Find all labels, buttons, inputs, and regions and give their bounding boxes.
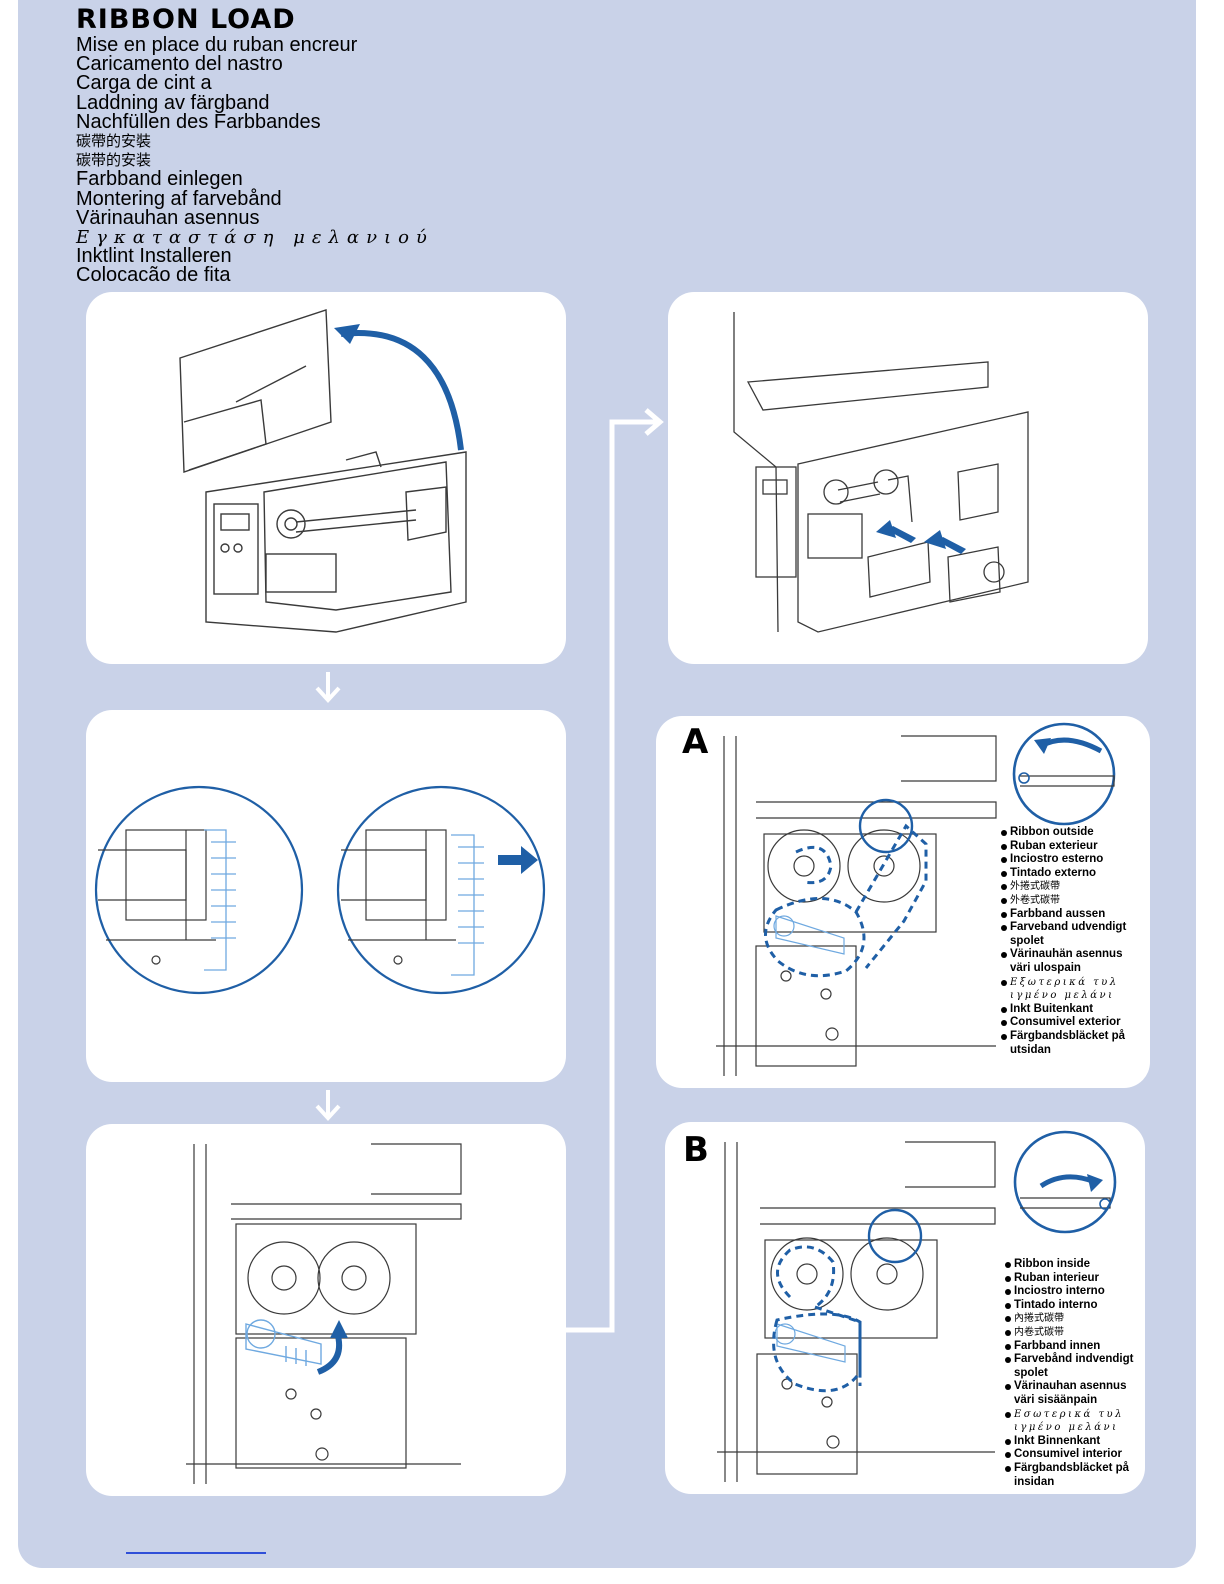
- detail-circle: [867, 1208, 923, 1264]
- push-right-arrow-icon: [498, 846, 538, 874]
- legend-item: Tintado interno: [1005, 1299, 1145, 1313]
- legend-item: Värinauhän asennus väri ulospain: [1001, 948, 1146, 975]
- step4-insert-core-panel: [668, 292, 1148, 664]
- lang-title: 碳带的安装: [76, 151, 152, 170]
- insert-ribbon-illustration: [733, 312, 1029, 633]
- lang-title: Carga de cint a: [76, 72, 212, 95]
- flow-connector: [566, 419, 634, 1333]
- legend-item: 外捲式碳帶: [1001, 880, 1146, 894]
- panel-letter-a: A: [682, 722, 709, 762]
- legend-item: Ruban interieur: [1005, 1272, 1145, 1286]
- legend-item: Färgbandsbläcket på insidan: [1005, 1462, 1145, 1489]
- lang-title: Laddning av färgband: [76, 91, 270, 114]
- panel-letter-b: B: [683, 1130, 709, 1170]
- core-detail-circle: [1013, 1130, 1117, 1234]
- legend-item: Värinauhan asennus väri sisäänpain: [1005, 1380, 1145, 1407]
- legend-item: Farbband aussen: [1001, 908, 1146, 922]
- down-arrow-icon: [315, 672, 341, 703]
- lang-title: 碳帶的安裝: [76, 132, 152, 151]
- ribbon-outside-legend: Ribbon outside Ruban exterieur Inciostro…: [1001, 826, 1146, 1057]
- right-arrow-icon: [610, 408, 664, 436]
- ribbon-inside-diagram: [717, 1130, 1117, 1482]
- lang-title: Εγκαταστάση μελανιού: [76, 227, 434, 249]
- ribbon-outside-diagram: [716, 722, 1116, 1076]
- release-detail-illustration: [94, 785, 546, 995]
- legend-item: 外卷式碳带: [1001, 894, 1146, 908]
- step3-rotate-arm-panel: [86, 1124, 566, 1496]
- legend-item: Inkt Buitenkant: [1001, 1003, 1146, 1017]
- language-title-list: Mise en place du ruban encreur Caricamen…: [76, 34, 434, 287]
- step1-open-cover-panel: [86, 292, 566, 664]
- legend-item: Ribbon inside: [1005, 1258, 1145, 1272]
- legend-item: Inkt Binnenkant: [1005, 1435, 1145, 1449]
- legend-item: Farveband udvendigt spolet: [1001, 921, 1142, 948]
- insert-arrow-icon: [924, 530, 946, 549]
- legend-item: Inciostro interno: [1005, 1285, 1145, 1299]
- lang-title: Värinauhan asennus: [76, 206, 260, 229]
- detail-circle: [858, 798, 914, 854]
- detail-circle-right: [336, 785, 546, 995]
- lang-title: Inktlint Installeren: [76, 245, 232, 268]
- ribbon-arm-illustration: [186, 1143, 462, 1484]
- printer-open-cover-illustration: [179, 309, 467, 633]
- lang-title: Colocacão de fita: [76, 264, 231, 287]
- lang-title: Montering af farvebånd: [76, 187, 282, 210]
- legend-item: Inciostro esterno: [1001, 853, 1146, 867]
- lang-title: Farbband einlegen: [76, 168, 243, 191]
- legend-item: Farbband innen: [1005, 1340, 1145, 1354]
- legend-item: Tintado externo: [1001, 867, 1146, 881]
- legend-item: Ribbon outside: [1001, 826, 1146, 840]
- lang-title: Nachfüllen des Farbbandes: [76, 110, 321, 133]
- page-title: RIBBON LOAD: [76, 4, 296, 35]
- core-detail-circle: [1012, 722, 1116, 826]
- legend-item: 内卷式碳带: [1005, 1326, 1145, 1340]
- lang-title: Mise en place du ruban encreur: [76, 34, 358, 56]
- legend-item: Εσωτερικά τυλ ιγμένο μελάνι: [1005, 1408, 1145, 1435]
- legend-item: Εξωτερικά τυλ ιγμένο μελάνι: [1001, 976, 1146, 1003]
- ribbon-inside-panel: B Ribbon inside Ruban interieur Inciostr…: [665, 1122, 1145, 1494]
- lang-title: Caricamento del nastro: [76, 53, 283, 76]
- ribbon-outside-panel: A Ribbon outside Ruban exterieur Inciost…: [656, 716, 1150, 1088]
- legend-item: 內捲式碳帶: [1005, 1312, 1145, 1326]
- down-arrow-icon: [315, 1090, 341, 1121]
- rotate-arm-arrow-icon: [316, 1335, 342, 1375]
- detail-circle-left: [94, 785, 304, 995]
- legend-item: Färgbandsbläcket på utsidan: [1001, 1030, 1146, 1057]
- rotate-arrow-icon: [340, 330, 464, 451]
- legend-item: Consumivel exterior: [1001, 1016, 1146, 1030]
- insert-arrow-icon: [876, 520, 896, 538]
- legend-item: Consumivel interior: [1005, 1448, 1145, 1462]
- legend-item: Farvebånd indvendigt spolet: [1005, 1353, 1145, 1380]
- ribbon-inside-legend: Ribbon inside Ruban interieur Inciostro …: [1005, 1258, 1145, 1489]
- step2-release-panel: [86, 710, 566, 1082]
- legend-item: Ruban exterieur: [1001, 840, 1146, 854]
- footer-link-underline[interactable]: [126, 1552, 266, 1554]
